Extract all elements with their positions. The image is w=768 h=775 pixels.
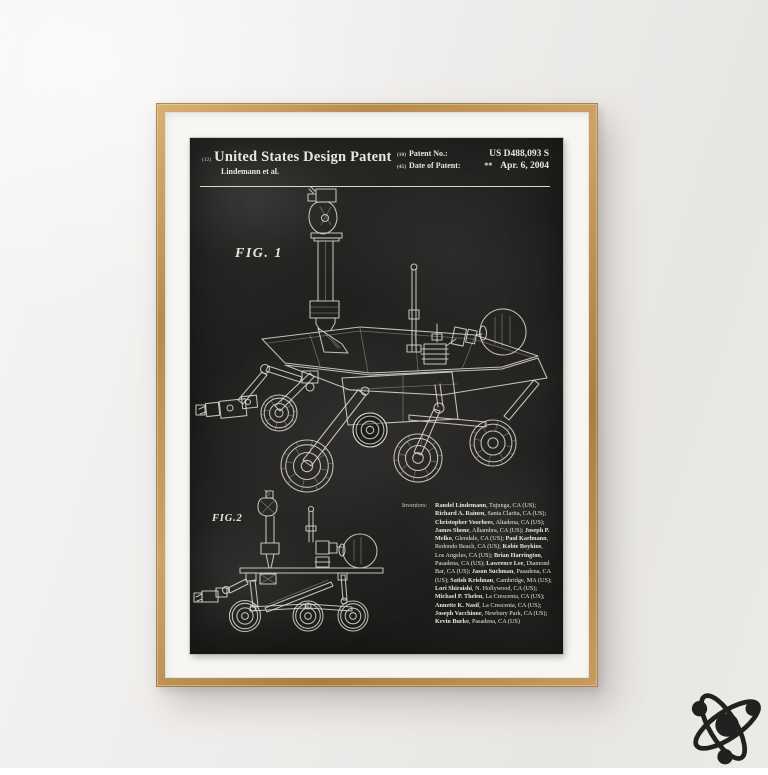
inventors-list: Randel Lindemann, Tujunga, CA (US); Rich… [435,502,553,626]
inventors-label: Inventors: [402,502,435,626]
patent-poster: (12) United States Design Patent Lindema… [190,138,563,654]
fig2-drawing [194,491,383,612]
mat-border: (12) United States Design Patent Lindema… [165,112,589,678]
picture-frame: (12) United States Design Patent Lindema… [156,103,598,687]
fig1-drawing [196,187,547,497]
atom-icon [676,678,768,770]
inventors-block: Inventors: Randel Lindemann, Tujunga, CA… [402,502,553,626]
